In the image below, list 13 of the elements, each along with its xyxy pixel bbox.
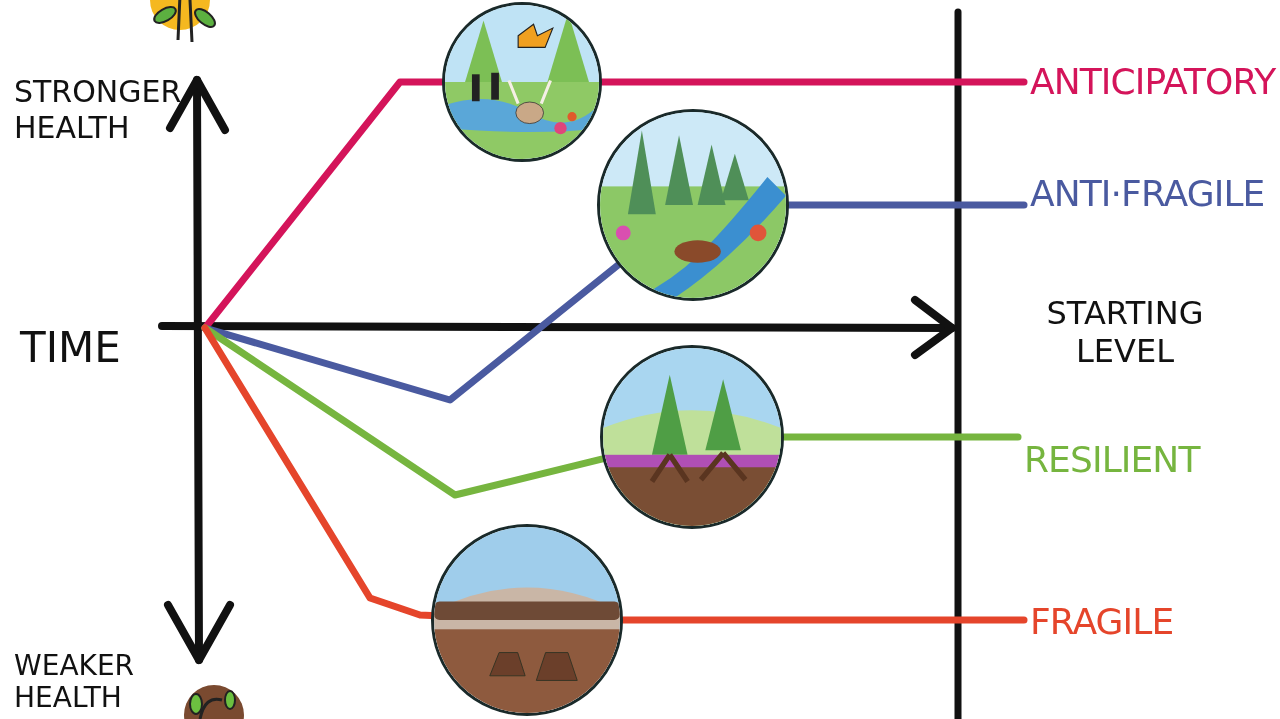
forest-wildlife-picture (442, 2, 602, 162)
axis-label: STARTING LEVEL (1045, 294, 1205, 370)
outcome-label: FRAGILE (1030, 600, 1174, 644)
uprooted-trees-picture (600, 345, 784, 529)
outcome-label: ANTICIPATORY (1030, 60, 1276, 104)
axis-label: STRONGER HEALTH (14, 74, 183, 146)
trajectory-line (201, 261, 622, 404)
outcome-label: ANTI·FRAGILE (1030, 172, 1265, 216)
axis-label: WEAKER HEALTH (14, 650, 136, 714)
outcome-label: RESILIENT (1024, 438, 1200, 482)
forest-river-picture (597, 109, 789, 301)
tree-stumps-picture (431, 524, 623, 716)
axis-label: TIME (20, 324, 122, 372)
